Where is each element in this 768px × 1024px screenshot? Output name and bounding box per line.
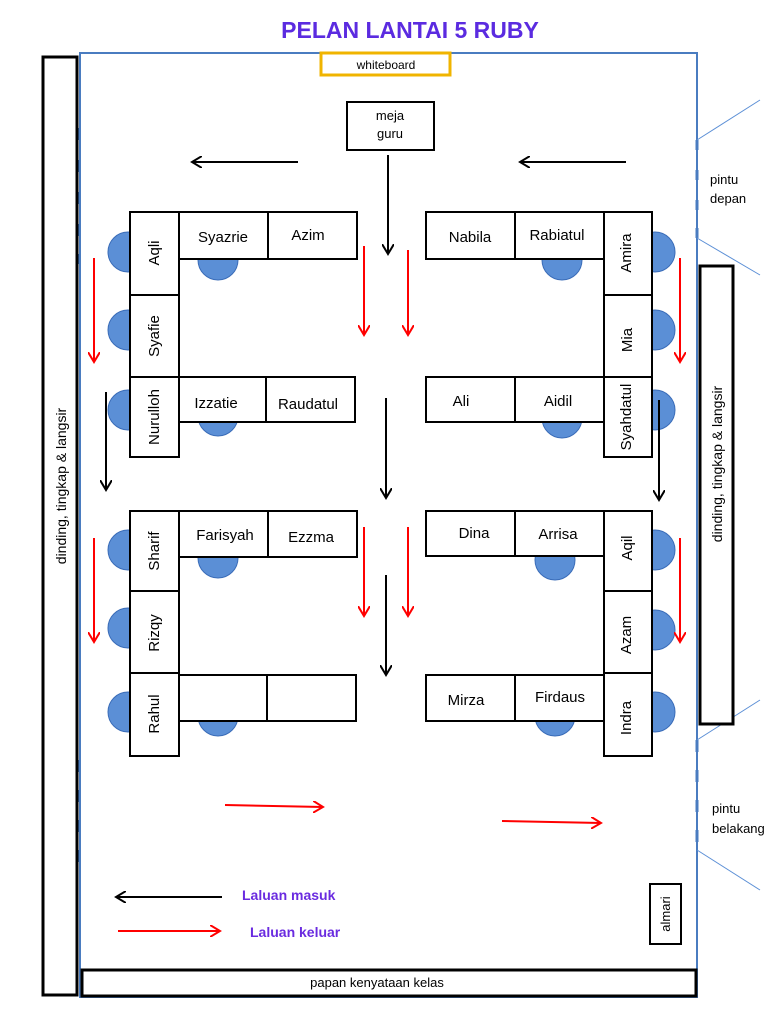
legend-entry-label: Laluan masuk <box>242 887 336 903</box>
front-door-label-1: pintu <box>710 172 738 187</box>
student-name: Indra <box>618 700 635 735</box>
desk-firdaus <box>514 674 605 722</box>
seats <box>107 231 676 737</box>
student-name: Rizqy <box>146 614 163 652</box>
student-name: Dina <box>459 525 491 542</box>
notice-board-label: papan kenyataan kelas <box>310 975 444 990</box>
student-name: Syahdatul <box>618 384 635 451</box>
teacher-desk-label-2: guru <box>377 126 403 141</box>
desk-aqil <box>603 510 653 592</box>
left-wall-block <box>41 55 79 997</box>
student-name: Raudatul <box>278 396 338 413</box>
desks <box>129 211 653 757</box>
plan-title: PELAN LANTAI 5 RUBY <box>281 17 539 43</box>
front-door-label-2: depan <box>710 191 746 206</box>
student-name: Ezzma <box>288 529 335 546</box>
student-names-horizontal: Syazrie Azim Izzatie Raudatul Nabila Rab… <box>194 227 585 709</box>
exit-arrow <box>501 821 601 823</box>
desk-syafie <box>129 294 180 378</box>
student-name: Firdaus <box>535 689 585 706</box>
student-name: Ali <box>453 393 470 410</box>
student-name: Farisyah <box>196 527 254 544</box>
whiteboard <box>319 51 452 77</box>
exit-arrows <box>94 246 680 823</box>
student-name: Rabiatul <box>529 227 584 244</box>
student-name: Azim <box>291 227 324 244</box>
desk-rabiatul <box>514 211 605 260</box>
student-name: Sharif <box>146 531 163 571</box>
desk-indra <box>603 672 653 757</box>
exit-arrow <box>224 805 323 807</box>
student-name: Syazrie <box>198 229 248 246</box>
student-name: Izzatie <box>194 395 237 412</box>
notice-board <box>80 968 698 998</box>
student-name: Nurulloh <box>146 389 163 445</box>
desk-rizqy <box>129 590 180 674</box>
legend-exit-label: Laluan keluar <box>250 924 341 940</box>
student-name: Mirza <box>448 692 485 709</box>
desk-syahdatul <box>603 376 653 458</box>
desk-mirza <box>425 674 516 722</box>
student-name: Amira <box>618 233 635 273</box>
back-door-label-2: belakang <box>712 821 765 836</box>
back-door-label-1: pintu <box>712 801 740 816</box>
desk-azim <box>267 211 358 260</box>
cupboard <box>649 883 682 945</box>
teacher-desk <box>346 101 435 151</box>
desk-azam <box>603 590 653 674</box>
entry-arrows <box>106 155 659 675</box>
desk-farisyah <box>178 510 269 558</box>
desk-syazrie <box>178 211 269 260</box>
desk-raudatul <box>265 376 356 423</box>
student-name: Azam <box>618 616 635 654</box>
cupboard-label: almari <box>658 896 673 932</box>
desk-empty-1 <box>178 674 268 722</box>
right-wall-label: dinding, tingkap & langsir <box>709 385 725 542</box>
right-wall-block <box>698 264 735 726</box>
desk-ezzma <box>267 510 358 558</box>
student-name: Syafie <box>146 315 163 357</box>
desk-empty-2 <box>266 674 357 722</box>
teacher-desk-label-1: meja <box>376 108 405 123</box>
desk-nabila <box>425 211 516 260</box>
student-name: Aqil <box>619 535 636 560</box>
student-name: Aqli <box>146 240 163 265</box>
student-name: Aidil <box>544 393 572 410</box>
desk-aqli <box>129 211 180 296</box>
left-wall-label: dinding, tingkap & langsir <box>53 407 69 564</box>
whiteboard-label: whiteboard <box>356 58 416 72</box>
student-name: Arrisa <box>538 526 578 543</box>
desk-amira <box>603 211 653 296</box>
desk-dina <box>425 510 516 557</box>
student-name: Mia <box>619 327 636 352</box>
student-names-vertical: Aqli Syafie Nurulloh Amira Mia Syahdatul… <box>146 233 636 735</box>
student-name: Rahul <box>146 694 163 733</box>
student-name: Nabila <box>449 229 492 246</box>
desk-ali <box>425 376 516 423</box>
